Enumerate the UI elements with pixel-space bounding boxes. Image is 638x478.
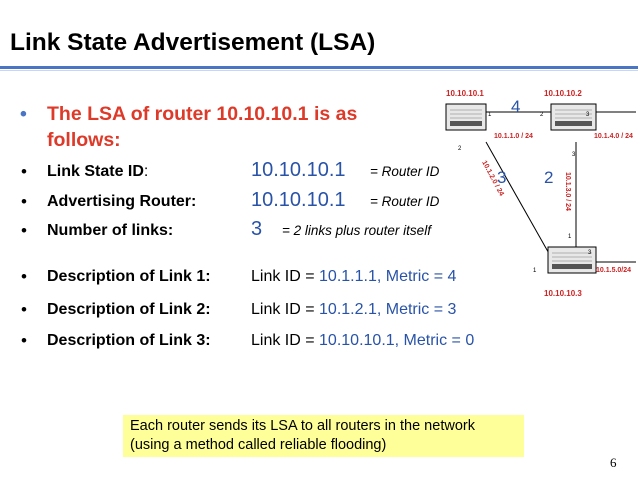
port-label: 3 <box>572 152 576 158</box>
callout-line-1: Each router sends its LSA to all routers… <box>130 418 475 434</box>
flooding-callout: Each router sends its LSA to all routers… <box>123 415 524 457</box>
port-label: 2 <box>540 112 544 118</box>
router-2-name: 10.10.10.2 <box>544 89 582 98</box>
router-10-10-10-1 <box>445 103 487 131</box>
link-1-label: • Description of Link 1: <box>21 267 211 286</box>
link-2-value: 10.1.2.1, Metric = 3 <box>319 301 457 318</box>
port-label: 1 <box>488 112 492 118</box>
router-1-name: 10.10.10.1 <box>446 89 484 98</box>
router-3-name: 10.10.10.3 <box>544 289 582 298</box>
link-1-description: Link ID = 10.1.1.1, Metric = 4 <box>251 268 456 286</box>
metric-label-4: 4 <box>511 97 521 116</box>
link-state-id-value: 10.10.10.1 <box>251 159 346 181</box>
link-state-id-note: = Router ID <box>370 164 440 179</box>
advertising-router-label: • Advertising Router: <box>21 192 197 211</box>
port-label: 2 <box>458 146 462 152</box>
network-label-1: 10.1.1.0 / 24 <box>494 133 533 140</box>
port-label: 1 <box>533 268 537 274</box>
link-3-value: 10.10.10.1, Metric = 0 <box>319 332 475 349</box>
link-3-text: Description of Link 3: <box>47 332 211 349</box>
link-1-value: 10.1.1.1, Metric = 4 <box>319 268 457 285</box>
title-divider <box>0 66 638 69</box>
network-label-3: 10.1.3.0 / 24 <box>564 172 571 211</box>
number-of-links-value: 3 <box>251 218 263 240</box>
callout-line-2: (using a method called reliable flooding… <box>130 437 387 453</box>
intro-bullet: • The LSA of router 10.10.10.1 is as fol… <box>20 101 407 153</box>
bullet-icon: • <box>21 267 27 286</box>
page-number: 6 <box>610 455 617 470</box>
link-r1-r3 <box>485 141 552 258</box>
bullet-icon: • <box>20 103 27 125</box>
number-of-links-note: = 2 links plus router itself <box>282 223 431 238</box>
network-diagram: 10.10.10.1 10.10.10.2 10.10.10.3 10.1.1.… <box>445 89 636 298</box>
metric-label-3: 3 <box>497 168 507 187</box>
link-2-label: • Description of Link 2: <box>21 300 211 319</box>
link-id-prefix: Link ID = <box>251 268 320 285</box>
advertising-router-value: 10.10.10.1 <box>251 189 346 211</box>
advertising-router-note: = Router ID <box>370 194 440 209</box>
link-2-text: Description of Link 2: <box>47 301 211 318</box>
link-state-id-label: • Link State ID: <box>21 162 149 181</box>
title-divider-light <box>0 70 638 71</box>
number-of-links-text: Number of links: <box>47 222 174 239</box>
bullet-icon: • <box>21 192 27 211</box>
link-2-description: Link ID = 10.1.2.1, Metric = 3 <box>251 301 456 319</box>
port-label: 1 <box>568 234 572 240</box>
bullet-icon: • <box>21 331 27 350</box>
router-10-10-10-3 <box>547 246 597 274</box>
colon: : <box>143 163 149 180</box>
number-of-links-label: • Number of links: <box>21 221 174 240</box>
link-id-prefix: Link ID = <box>251 332 320 349</box>
port-label: 3 <box>586 112 590 118</box>
bullet-icon: • <box>21 162 27 181</box>
link-3-description: Link ID = 10.10.10.1, Metric = 0 <box>251 332 474 350</box>
link-id-prefix: Link ID = <box>251 301 320 318</box>
port-label: 3 <box>588 250 592 256</box>
link-1-text: Description of Link 1: <box>47 268 211 285</box>
metric-label-2: 2 <box>544 168 554 187</box>
router-10-10-10-2 <box>550 103 597 131</box>
network-label-4: 10.1.4.0 / 24 <box>594 133 633 140</box>
link-3-label: • Description of Link 3: <box>21 331 211 350</box>
bullet-icon: • <box>21 300 27 319</box>
intro-text: The LSA of router 10.10.10.1 is as follo… <box>47 103 358 151</box>
network-label-5: 10.1.5.0/24 <box>596 267 631 274</box>
advertising-router-text: Advertising Router: <box>47 193 197 210</box>
slide-title: Link State Advertisement (LSA) <box>10 29 376 56</box>
link-state-id-text: Link State ID <box>47 163 144 180</box>
bullet-icon: • <box>21 221 27 240</box>
